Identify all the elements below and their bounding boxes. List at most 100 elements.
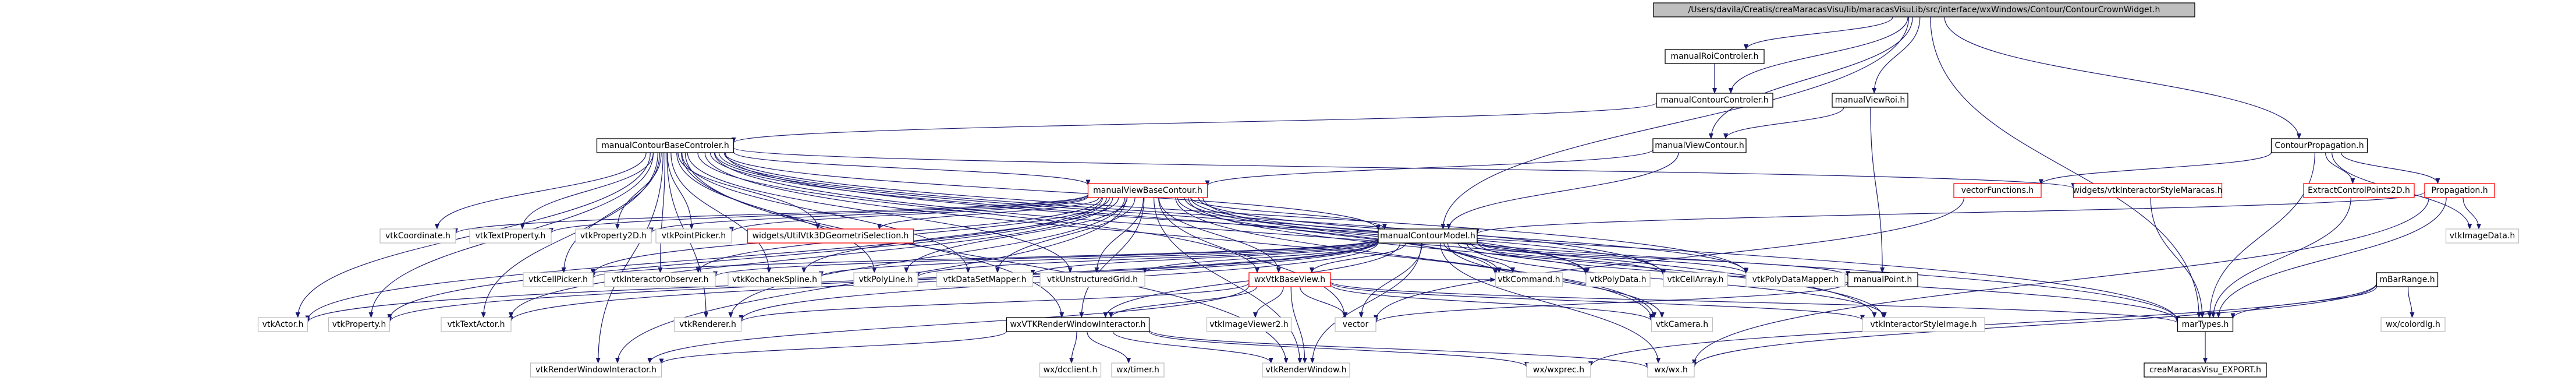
node-extractCP[interactable]: ExtractControlPoints2D.h — [2303, 183, 2415, 198]
edge-contourModel-to-vtkActor — [305, 239, 1379, 323]
edge-contourModel-to-wxVtkBaseView — [1309, 242, 1406, 273]
node-label: vtkPolyLine.h — [858, 275, 913, 284]
node-box — [596, 138, 735, 153]
node-label: manualContourModel.h — [1380, 231, 1475, 241]
edge-viewContour-to-viewBaseContour — [1205, 149, 1654, 186]
node-box — [1039, 272, 1145, 287]
edge-contourModel-to-vtkCellArray — [1470, 242, 1666, 276]
node-widgetsInteractor[interactable]: widgets/vtkInteractorStyleMaracas.h — [2073, 183, 2223, 198]
edge-viewBaseContour-to-vtkTextProperty — [549, 194, 1089, 234]
node-vtkCoordinate: vtkCoordinate.h — [379, 228, 456, 244]
node-label: vtkPolyDataMapper.h — [1752, 275, 1839, 284]
node-contourPropagation[interactable]: ContourPropagation.h — [2270, 138, 2368, 153]
edge-wxVtkBaseView-to-vector — [1300, 286, 1348, 318]
node-baseControler[interactable]: manualContourBaseControler.h — [596, 138, 735, 153]
node-box — [853, 272, 918, 287]
node-vtkProperty: vtkProperty.h — [328, 317, 391, 332]
edge-wxVTKRWI-to-wxWxprec — [1148, 331, 1529, 368]
edge-baseControler-to-vtkPolyData — [714, 152, 1588, 276]
node-propagation[interactable]: Propagation.h — [2424, 183, 2495, 198]
edge-contourModel-to-vtkPolyLine — [916, 239, 1379, 278]
edge-contourModel-to-vector — [1358, 242, 1422, 318]
edge-contourModel-to-vtkCommand — [1443, 242, 1516, 273]
node-vectorFunctions[interactable]: vectorFunctions.h — [1953, 183, 2042, 198]
node-box — [1647, 362, 1695, 378]
edge-contourModel-to-wxWx — [1440, 242, 1661, 364]
node-viewRoi[interactable]: manualViewRoi.h — [1832, 93, 1908, 108]
edge-baseControler-to-vtkCellArray — [718, 152, 1666, 276]
node-contourControler[interactable]: manualContourControler.h — [1656, 93, 1773, 108]
edge-contourModel-to-vtkUnstructuredGrid — [1142, 242, 1379, 274]
node-vtkRenderer: vtkRenderer.h — [673, 317, 742, 332]
node-label: ContourPropagation.h — [2275, 141, 2364, 150]
node-box — [1665, 49, 1765, 64]
node-marTypes[interactable]: marTypes.h — [2177, 317, 2234, 332]
edge-wxVtkBaseView-to-vtkRWI — [647, 285, 1250, 364]
node-vtkCellArray: vtkCellArray.h — [1663, 272, 1728, 287]
node-root[interactable]: /Users/davila/Creatis/creaMaracasVisu/li… — [1653, 2, 2195, 17]
edge-viewBaseContour-to-vtkPointPicker — [729, 196, 1089, 233]
node-box — [1651, 317, 1713, 332]
edge-baseControler-to-vtkCommand — [709, 152, 1498, 276]
node-box — [1653, 2, 2195, 17]
edge-wxVtkBaseView-to-vtkCamera — [1330, 284, 1654, 322]
node-wxVtkBaseView[interactable]: wxVtkBaseView.h — [1248, 272, 1331, 287]
edge-viewBaseContour-to-vtkCoordinate — [453, 193, 1089, 234]
node-label: vtkDataSetMapper.h — [943, 275, 1026, 284]
node-widgetsUtil[interactable]: widgets/UtilVtk3DGeometriSelection.h — [747, 228, 914, 244]
edge-wxVtkBaseView-to-vtkImageViewer2 — [1252, 286, 1284, 318]
edge-contourPropagation-to-marTypes — [2207, 152, 2315, 318]
node-box — [2177, 317, 2234, 332]
edge-viewBaseContour-to-vtkProperty — [387, 197, 1107, 320]
node-label: widgets/vtkInteractorStyleMaracas.h — [2073, 186, 2222, 195]
edge-propagation-to-vtkImageData — [2463, 197, 2481, 230]
node-manualPoint[interactable]: manualPoint.h — [1847, 272, 1918, 287]
node-vtkProperty2D: vtkProperty2D.h — [575, 228, 652, 244]
node-box — [1953, 183, 2042, 198]
node-label: creaMaracasVisu_EXPORT.h — [2149, 365, 2261, 375]
node-wxVTKRWI[interactable]: wxVTKRenderWindowInteractor.h — [1006, 317, 1150, 332]
node-vtkImageViewer2: vtkImageViewer2.h — [1206, 317, 1292, 332]
node-label: manualRoiControler.h — [1671, 52, 1759, 61]
node-box — [1087, 183, 1208, 198]
node-roiControler[interactable]: manualRoiControler.h — [1665, 49, 1765, 64]
node-vtkUnstructuredGrid: vtkUnstructuredGrid.h — [1039, 272, 1145, 287]
edge-wxVtkBaseView-to-wxVTKRWI — [1108, 286, 1257, 318]
node-label: vtkCommand.h — [1498, 275, 1560, 284]
edge-contourModel-to-vtkKochanek — [819, 239, 1379, 277]
edge-root-to-contourPropagation — [1944, 16, 2301, 139]
node-box — [575, 228, 652, 244]
node-label: vtkUnstructuredGrid.h — [1047, 275, 1138, 284]
edge-contourPropagation-to-vectorFunctions — [2039, 152, 2272, 185]
node-box — [2445, 228, 2520, 244]
node-label: vtkProperty2D.h — [580, 231, 647, 241]
node-vtkRWI: vtkRenderWindowInteractor.h — [530, 362, 662, 378]
node-vtkImageData: vtkImageData.h — [2445, 228, 2520, 244]
node-label: vtkKochanekSpline.h — [732, 275, 817, 284]
node-box — [1745, 272, 1846, 287]
edge-propagation-to-marTypes — [2216, 197, 2447, 318]
edge-wxVTKRWI-to-vtkRenderWindow — [1112, 331, 1273, 364]
edge-contourModel-to-vtkCellPicker — [591, 238, 1379, 279]
node-mBarRange[interactable]: mBarRange.h — [2376, 272, 2439, 287]
node-label: Propagation.h — [2431, 186, 2488, 195]
node-label: vtkInteractorStyleImage.h — [1870, 320, 1977, 329]
node-label: ExtractControlPoints2D.h — [2308, 186, 2410, 195]
node-wxDcclient: wx/dcclient.h — [1039, 362, 1102, 378]
node-viewBaseContour[interactable]: manualViewBaseContour.h — [1087, 183, 1208, 198]
node-creaExport[interactable]: creaMaracasVisu_EXPORT.h — [2144, 362, 2267, 378]
node-contourModel[interactable]: manualContourModel.h — [1378, 228, 1478, 244]
node-vtkInteractorStyleImage: vtkInteractorStyleImage.h — [1862, 317, 1985, 332]
node-vtkPolyDataMapper: vtkPolyDataMapper.h — [1745, 272, 1846, 287]
node-viewContour[interactable]: manualViewContour.h — [1652, 138, 1747, 153]
edge-root-to-contourModel — [1440, 16, 1910, 230]
node-box — [655, 228, 732, 244]
edge-viewBaseContour-to-vtkInteractorStyleImage — [1187, 197, 1886, 318]
edge-extractCP-to-marTypes — [2210, 197, 2351, 318]
node-wxWx: wx/wx.h — [1647, 362, 1695, 378]
node-label: vectorFunctions.h — [1961, 186, 2034, 195]
node-vtkCellPicker: vtkCellPicker.h — [523, 272, 594, 287]
node-box — [1262, 362, 1350, 378]
edge-contourModel-to-manualPoint — [1477, 240, 1850, 277]
node-wxWxprec: wx/wxprec.h — [1526, 362, 1591, 378]
